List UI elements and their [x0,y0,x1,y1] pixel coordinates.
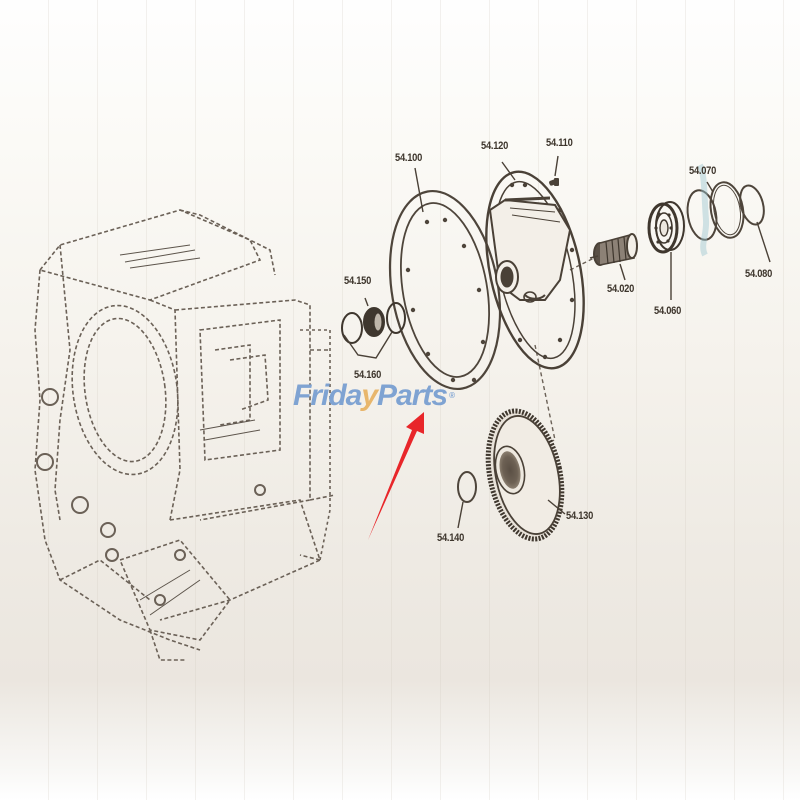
cover-54-120 [485,170,585,370]
logo-text-part1: Frida [293,379,362,412]
bolt-54-110 [549,178,559,186]
label-54-060: 54.060 [654,305,682,317]
label-54-160: 54.160 [354,369,382,381]
registered-mark: ® [449,391,455,400]
housing-bolt-holes [36,388,266,606]
logo-check-letter: y [361,379,378,412]
gear-54-130 [485,408,565,542]
fridayparts-watermark-logo: FridayParts® [293,379,455,412]
label-54-140: 54.140 [437,532,465,544]
label-54-070: 54.070 [689,165,717,177]
highlight-arrow [368,412,424,540]
shaft-54-020 [589,233,638,266]
bushing-54-150 [341,302,406,344]
assembly-lines [310,254,601,456]
label-54-020: 54.020 [607,283,635,295]
bearing-54-060 [647,201,685,254]
circlip-54-140 [457,471,477,503]
label-54-080: 54.080 [745,268,773,280]
label-54-100: 54.100 [395,152,423,164]
label-54-110: 54.110 [546,137,573,149]
label-54-150: 54.150 [344,275,372,287]
rings-54-070 [686,181,745,241]
label-54-130: 54.130 [566,510,594,522]
logo-text-part2: Parts [377,379,448,412]
snap-ring-54-080 [739,184,765,226]
leader-lines [343,155,771,529]
label-54-120: 54.120 [481,140,509,152]
transmission-housing [34,209,336,661]
ink-stain [697,163,710,257]
housing-shading [119,244,261,616]
